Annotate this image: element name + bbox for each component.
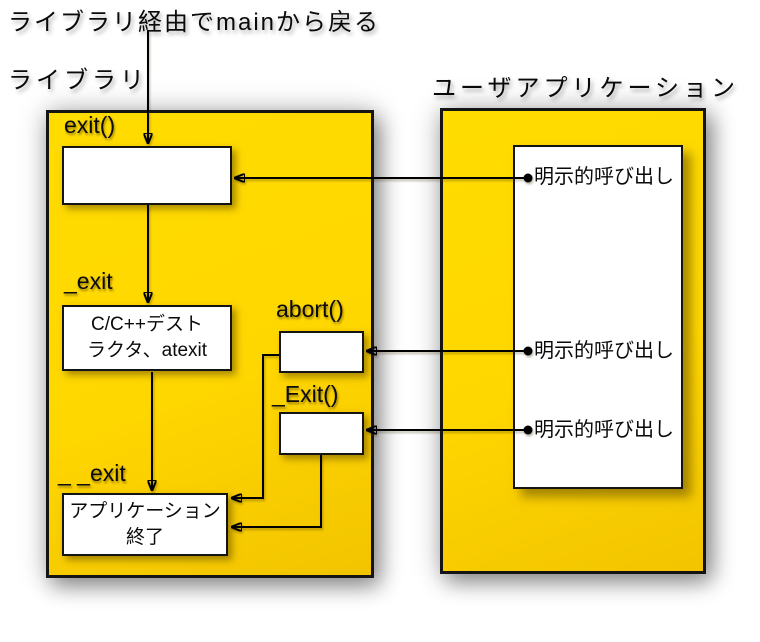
abort-function-box: [279, 331, 364, 373]
explicit-call-item-2: 明示的呼び出し: [534, 340, 674, 362]
exit-function-box: [62, 146, 232, 205]
abort-label: abort(): [276, 296, 344, 322]
application-end-line2: 終了: [125, 526, 164, 548]
explicit-call-item-1: 明示的呼び出し: [534, 166, 674, 188]
underscore-exit-label: _exit: [64, 268, 113, 294]
capital-exit-function-box: [279, 412, 364, 455]
destructor-text-line2: ラクタ、atexit: [86, 340, 208, 361]
user-application-section-title: ユーザアプリケーション: [432, 75, 740, 102]
capital-exit-label: _Exit(): [272, 381, 339, 407]
double-underscore-exit-label: _ _exit: [58, 460, 126, 486]
destructor-text-line1: C/C++デスト: [91, 314, 203, 335]
application-end-line1: アプリケーション: [69, 500, 221, 522]
explicit-call-item-3: 明示的呼び出し: [534, 419, 674, 441]
destructor-atexit-text: C/C++デスト ラクタ、atexit: [64, 307, 230, 369]
user-code-box: [513, 145, 683, 489]
library-section-title: ライブラリ: [8, 67, 148, 94]
application-end-box: アプリケーション 終了: [62, 493, 228, 556]
application-end-text: アプリケーション 終了: [64, 495, 226, 554]
return-from-main-note: ライブラリ経由でmainから戻る: [8, 9, 381, 36]
destructor-atexit-box: C/C++デスト ラクタ、atexit: [62, 305, 232, 371]
exit-label: exit(): [64, 112, 116, 138]
